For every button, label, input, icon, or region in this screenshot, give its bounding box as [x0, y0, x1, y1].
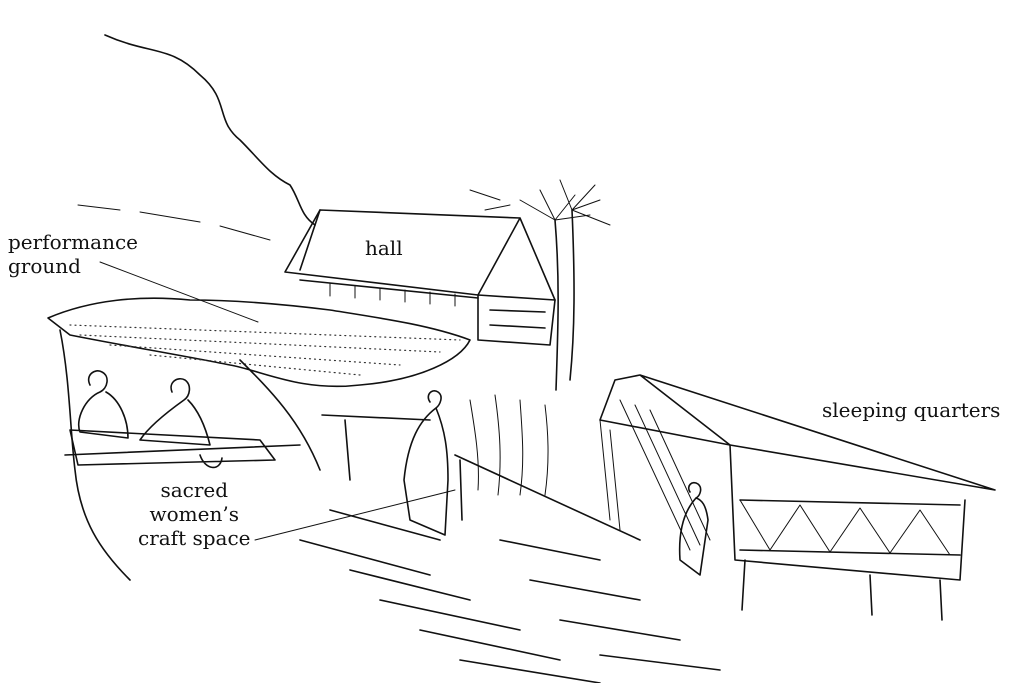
sleeping-quarters-stilts — [741, 559, 943, 621]
craft-platform — [69, 429, 276, 469]
palm-fronds — [469, 179, 611, 226]
ground-texture — [69, 324, 461, 376]
standing-figure — [403, 390, 449, 536]
hall-label: hall — [365, 236, 403, 260]
craft-space-label-line1: sacred — [160, 478, 229, 502]
hall-gable-wall — [477, 294, 556, 346]
seated-figure-left — [78, 370, 129, 439]
planting-strip — [469, 394, 549, 496]
craft-space-label: sacred women’s craft space — [138, 478, 251, 550]
palm-tree-trunks — [554, 209, 575, 391]
sleeping-quarters-roof — [599, 374, 996, 491]
performance-ground-outline — [47, 297, 471, 388]
figure-near-quarters — [678, 481, 709, 576]
seated-figure-right — [139, 377, 211, 446]
craft-leader-line — [254, 489, 456, 541]
sleeping-quarters-wall — [729, 444, 966, 581]
hall-posts — [329, 282, 456, 307]
mountain-ridge — [104, 34, 316, 226]
left-handrail — [321, 414, 431, 481]
hall-roof — [284, 209, 556, 301]
sleeping-quarters-truss — [739, 499, 951, 556]
horizon-dashes — [77, 204, 271, 241]
side-wall-slats — [599, 399, 711, 551]
performance-leader-line — [99, 261, 259, 323]
performance-ground-label: performance ground — [8, 230, 138, 278]
performance-ground-label-line2: ground — [8, 254, 81, 278]
stair-treads — [299, 509, 721, 683]
sleeping-quarters-label: sleeping quarters — [822, 398, 1001, 422]
right-handrail — [454, 454, 641, 541]
craft-space-label-line2: women’s — [149, 502, 239, 526]
craft-space-label-line3: craft space — [138, 526, 251, 550]
terrace-wall — [59, 329, 321, 581]
performance-ground-label-line1: performance — [8, 230, 139, 254]
